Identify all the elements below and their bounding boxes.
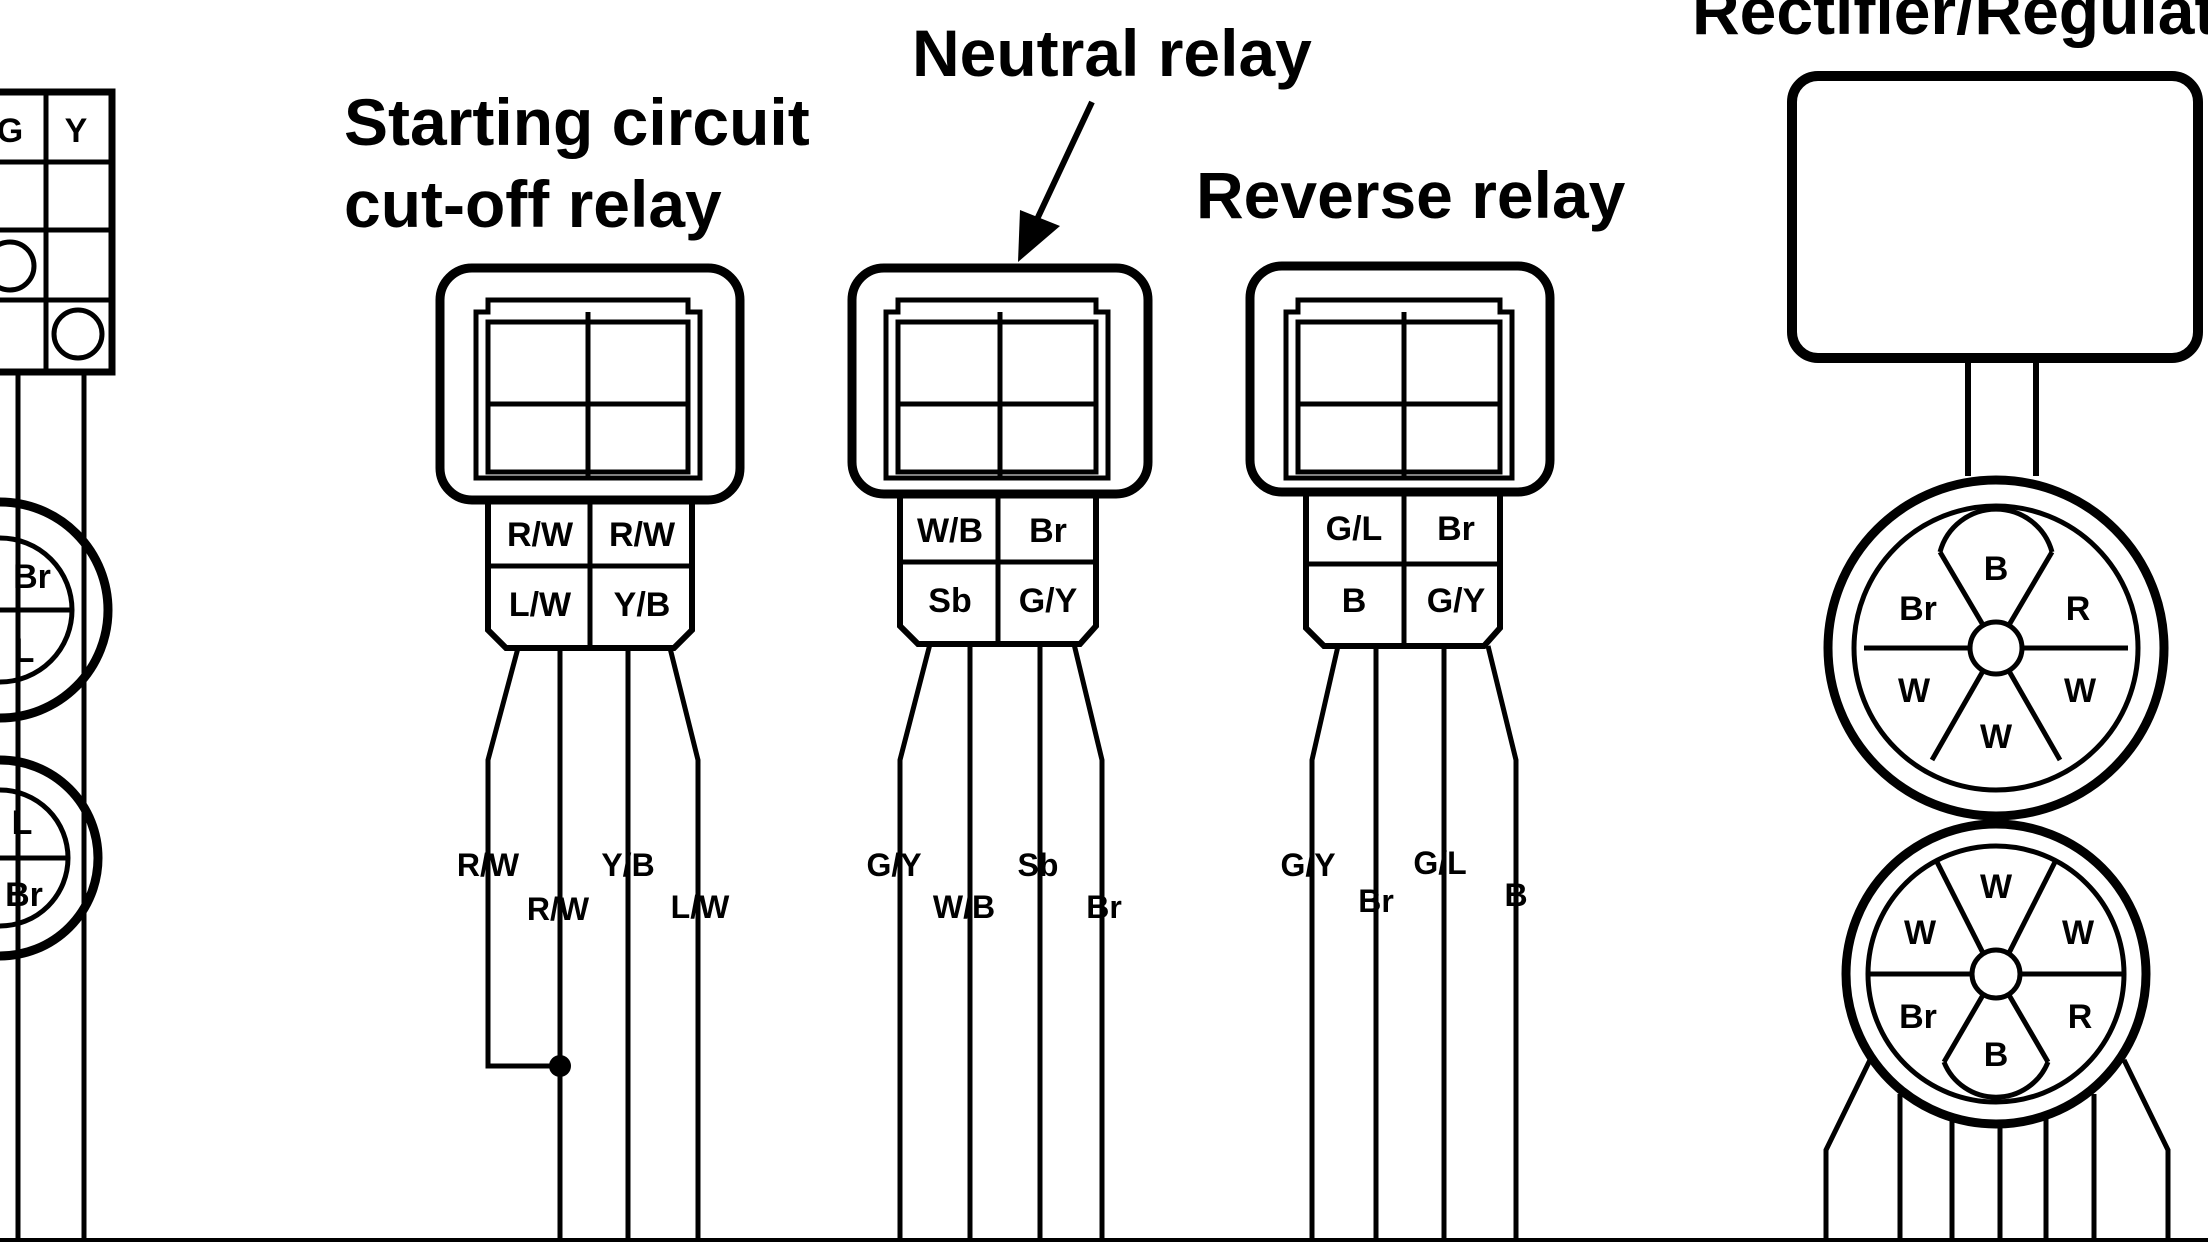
reverse-relay-pin-2: Br bbox=[1437, 510, 1475, 548]
reverse-relay: G/L Br B G/Y G/Y Br G/L B bbox=[1245, 261, 1555, 1242]
left-upper-pin-l: L bbox=[14, 632, 35, 670]
rectifier-regulator-label: Rectifier/Regulator bbox=[1692, 0, 2208, 48]
reverse-relay-wire-1: G/Y bbox=[1280, 847, 1335, 883]
starting-relay-label-line2: cut-off relay bbox=[344, 167, 722, 241]
neutral-relay-wire-3: Sb bbox=[1018, 847, 1059, 883]
starting-relay-pin-2: R/W bbox=[609, 516, 676, 554]
reverse-relay-pin-1: G/L bbox=[1326, 510, 1383, 548]
neutral-relay: W/B Br Sb G/Y G/Y W/B Sb Br bbox=[847, 263, 1153, 1242]
reverse-relay-wire-2: Br bbox=[1358, 883, 1394, 919]
starting-relay-wire-3: Y/B bbox=[601, 847, 654, 883]
reverse-relay-pin-4: G/Y bbox=[1427, 582, 1486, 620]
left-upper-pin-br: Br bbox=[13, 558, 51, 596]
starting-relay-label-line1: Starting circuit bbox=[344, 85, 810, 159]
neutral-relay-arrow bbox=[1018, 100, 1095, 262]
left-connector-group: G Y Br L L Br bbox=[0, 88, 116, 1242]
rectifier-lower-pin-6: B bbox=[1984, 1036, 2009, 1074]
left-round-connector-upper: Br L bbox=[0, 497, 113, 723]
left-round-connector-lower: L Br bbox=[0, 755, 103, 961]
neutral-relay-pin-2: Br bbox=[1029, 512, 1067, 550]
reverse-relay-label: Reverse relay bbox=[1196, 158, 1626, 232]
neutral-relay-pin-4: G/Y bbox=[1019, 582, 1078, 620]
starting-relay-wire-1: R/W bbox=[457, 847, 520, 883]
left-grid-connector: G Y bbox=[0, 88, 116, 376]
starting-relay-wire-4: L/W bbox=[671, 889, 730, 925]
reverse-relay-wire-4: B bbox=[1504, 877, 1527, 913]
starting-relay-pin-4: Y/B bbox=[614, 586, 671, 624]
rectifier-output-wires bbox=[1823, 1058, 2171, 1242]
rectifier-lower-pin-5: R bbox=[2068, 998, 2093, 1036]
left-lower-pin-br: Br bbox=[5, 876, 43, 914]
rectifier-lower-pin-4: Br bbox=[1899, 998, 1937, 1036]
rectifier-upper-pin-1: B bbox=[1984, 550, 2009, 588]
rectifier-lower-pin-2: W bbox=[1904, 914, 1937, 952]
neutral-relay-wire-4: Br bbox=[1086, 889, 1122, 925]
reverse-relay-wire-3: G/L bbox=[1413, 845, 1466, 881]
rectifier-connector-lower: W W W Br R B bbox=[1841, 819, 2151, 1129]
neutral-relay-pin-1: W/B bbox=[917, 512, 983, 550]
neutral-relay-pin-3: Sb bbox=[928, 582, 971, 620]
neutral-relay-wire-2: W/B bbox=[933, 889, 995, 925]
rectifier-connector-upper: B Br R W W W bbox=[1823, 475, 2169, 821]
rectifier-upper-pin-6: W bbox=[1980, 718, 2013, 756]
rectifier-lower-pin-3: W bbox=[2062, 914, 2095, 952]
rectifier-upper-pin-4: W bbox=[1898, 672, 1931, 710]
rectifier-upper-pin-5: W bbox=[2064, 672, 2097, 710]
starting-relay-pin-3: L/W bbox=[509, 586, 572, 624]
neutral-relay-label: Neutral relay bbox=[912, 16, 1312, 90]
left-grid-pin-g: G bbox=[0, 112, 23, 150]
rectifier-upper-pin-2: Br bbox=[1899, 590, 1937, 628]
starting-relay-pin-1: R/W bbox=[507, 516, 574, 554]
reverse-relay-pin-3: B bbox=[1342, 582, 1367, 620]
left-lower-pin-l: L bbox=[12, 804, 33, 842]
rectifier-upper-pin-3: R bbox=[2066, 590, 2091, 628]
left-grid-pin-y: Y bbox=[65, 112, 88, 150]
starting-relay-wire-2: R/W bbox=[527, 891, 590, 927]
neutral-relay-wire-1: G/Y bbox=[866, 847, 921, 883]
starting-relay: R/W R/W L/W Y/B R/W R/W Y/B L/W bbox=[435, 263, 745, 1242]
rectifier-lower-pin-1: W bbox=[1980, 868, 2013, 906]
rectifier-regulator: B Br R W W W W W W Br R B bbox=[1787, 71, 2203, 1242]
